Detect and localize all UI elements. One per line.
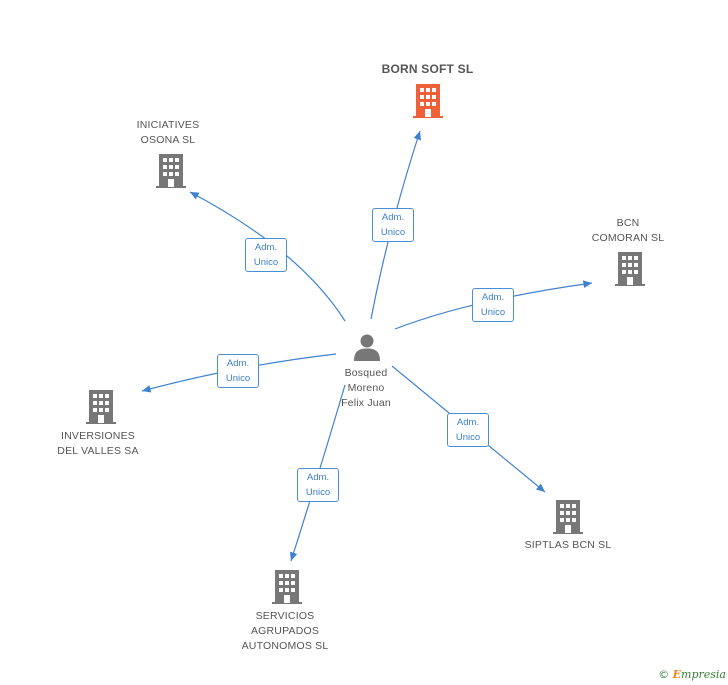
building-icon [86, 390, 116, 424]
brand-initial: E [672, 668, 682, 681]
company-node-iniciatives-osona[interactable]: INICIATIVES OSONA SL [118, 118, 218, 193]
company-label-inversiones-valles: INVERSIONES DEL VALLES SA [57, 430, 139, 457]
edge-label-siptlas-bcn[interactable]: Adm. Unico [447, 413, 489, 447]
building-icon [553, 500, 583, 534]
company-label-siptlas-bcn: SIPTLAS BCN SL [524, 539, 612, 551]
company-node-born-soft[interactable]: BORN SOFT SL [370, 62, 485, 122]
building-icon [413, 84, 443, 118]
building-icon [272, 570, 302, 604]
building-icon [156, 154, 186, 188]
company-label-bcn-comoran: BCN COMORAN SL [591, 217, 665, 244]
person-icon [354, 334, 380, 361]
edge-label-iniciatives-osona[interactable]: Adm. Unico [245, 238, 287, 272]
brand-footer: © Empresia [658, 668, 726, 681]
company-node-inversiones-valles[interactable]: INVERSIONES DEL VALLES SA [48, 390, 148, 460]
company-label-iniciatives-osona: INICIATIVES OSONA SL [136, 119, 200, 146]
edge-label-bcn-comoran[interactable]: Adm. Unico [472, 288, 514, 322]
building-icon [615, 252, 645, 286]
company-node-siptlas-bcn[interactable]: SIPTLAS BCN SL [513, 500, 623, 555]
copyright-symbol: © [658, 668, 670, 681]
edge-label-inversiones-valles[interactable]: Adm. Unico [217, 354, 259, 388]
company-node-servicios-agrupados[interactable]: SERVICIOS AGRUPADOS AUTONOMOS SL [230, 570, 340, 655]
edge-label-servicios-agrupados[interactable]: Adm. Unico [297, 468, 339, 502]
brand-name: mpresia [681, 668, 726, 681]
person-label: Bosqued Moreno Felix Juan [341, 367, 391, 409]
company-label-born-soft: BORN SOFT SL [381, 62, 474, 76]
company-node-bcn-comoran[interactable]: BCN COMORAN SL [578, 216, 678, 291]
edge-label-born-soft[interactable]: Adm. Unico [372, 208, 414, 242]
company-label-servicios-agrupados: SERVICIOS AGRUPADOS AUTONOMOS SL [241, 610, 329, 652]
